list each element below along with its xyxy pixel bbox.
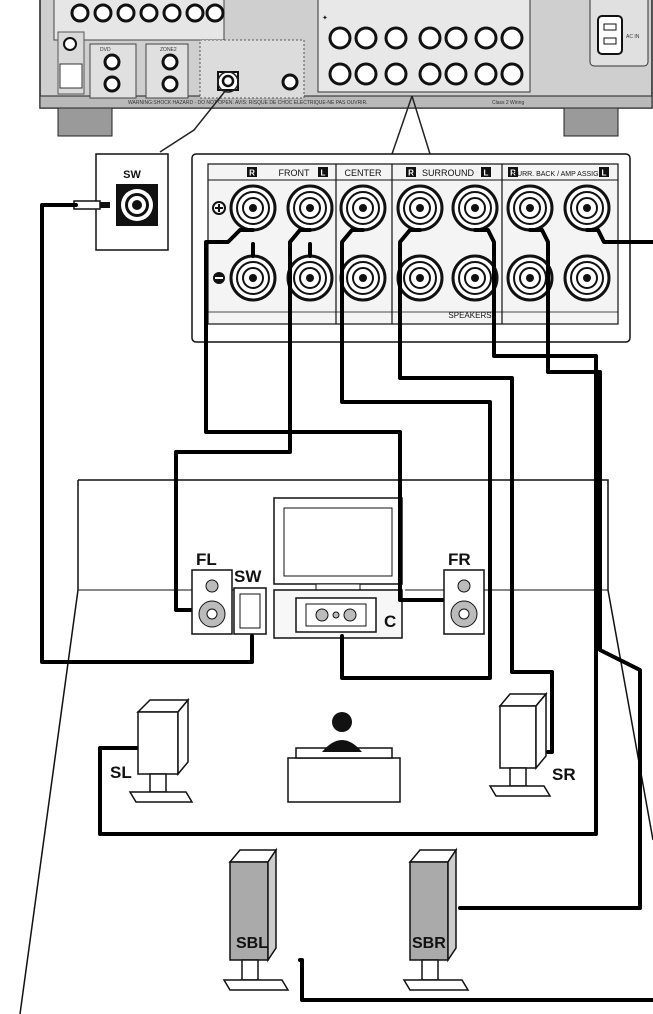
zone-label: ZONE2 [160,47,177,53]
speaker-fl: FL [191,550,233,635]
panel-callout-leader [391,95,431,155]
rca-jack-row [70,3,225,23]
front-r-badge: R [249,169,255,178]
listener-sofa-icon [287,712,401,803]
sbr-label: SBR [412,935,446,952]
front-r-negative-post [229,254,277,302]
surr-back-l-positive-post [563,184,611,232]
surround-r-badge: R [408,169,414,178]
sw-label: SW [234,567,262,586]
dvd-label: DVD [100,47,111,53]
surr-back-l-badge: L [602,169,607,178]
surround-r-positive-post [396,184,444,232]
speaker-sr: SR [488,691,576,797]
fl-label: FL [196,550,217,569]
surr-back-r-negative-post [506,254,554,302]
surr-back-r-positive-post [506,184,554,232]
surround-label: SURROUND [422,168,475,178]
speakers-label: SPEAKERS [448,311,491,320]
sl-label: SL [110,763,132,782]
surround-l-badge: L [484,169,489,178]
center-positive-post [339,184,387,232]
surround-l-negative-post [451,254,499,302]
speaker-wires [40,203,653,1002]
front-l-badge: L [321,169,326,178]
speaker-c: C [295,597,396,633]
fr-label: FR [448,550,471,569]
class2-text: Class 2 Wiring [492,100,524,106]
svg-text:✦: ✦ [322,14,328,22]
binding-posts-negative [229,254,611,302]
ac-in-label: AC IN [626,34,640,40]
surround-l-positive-post [451,184,499,232]
sr-label: SR [552,765,576,784]
sbl-label: SBL [236,935,268,952]
subwoofer-callout: SW [73,153,169,251]
speaker-fr: FR [443,550,485,635]
sw-callout-label: SW [123,169,141,181]
mini-speaker-terminals [328,26,524,86]
speaker-sl: SL [110,697,194,803]
c-label: C [384,612,396,631]
speaker-sbr: SBR [402,847,470,991]
receiver-rear-panel: DVD ZONE2 ✦ [39,0,653,137]
speaker-sbl: SBL [222,847,290,991]
front-label: FRONT [279,168,310,178]
front-r-positive-post [229,184,277,232]
surround-r-negative-post [396,254,444,302]
tv-icon [273,497,403,591]
speaker-sw: SW [233,567,267,635]
sw-callout-leader [159,89,227,153]
center-negative-post [339,254,387,302]
surr-back-l-negative-post [563,254,611,302]
front-l-positive-post [286,184,334,232]
warning-text: WARNING:SHOCK HAZARD - DO NOT OPEN. AVIS… [128,100,368,106]
center-label: CENTER [344,168,382,178]
surr-back-r-badge: R [510,169,516,178]
front-l-negative-post [286,254,334,302]
binding-posts-positive [229,184,611,232]
speaker-terminal-panel: R FRONT L CENTER R SURROUND L R SURR. BA… [191,153,631,343]
surr-back-label: SURR. BACK / AMP ASSIGN [512,171,603,178]
